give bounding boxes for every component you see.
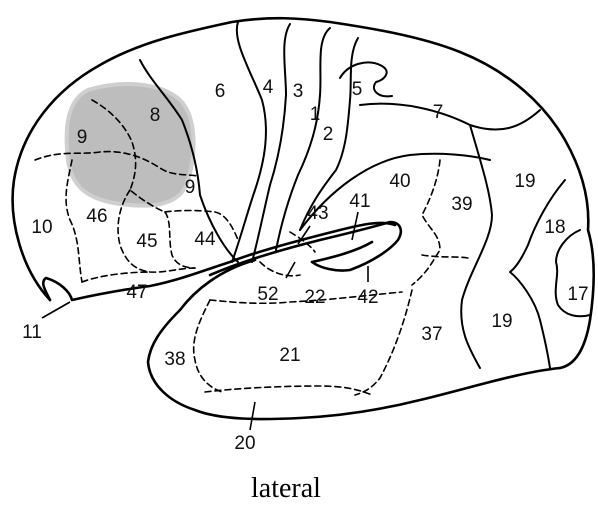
area-label-40: 40 (389, 171, 410, 192)
area-label-8: 8 (150, 105, 161, 126)
dash-40-39 (412, 160, 440, 285)
area-label-1: 1 (310, 104, 321, 125)
area-label-21: 21 (279, 345, 300, 366)
area-label-52: 52 (257, 284, 278, 305)
area-label-4: 4 (263, 77, 274, 98)
boundary-5-7 (360, 104, 540, 130)
area-label-18: 18 (544, 217, 565, 238)
area-label-46: 46 (86, 206, 107, 227)
temporal-outline (148, 260, 560, 419)
area-label-20: 20 (234, 433, 255, 454)
area-label-45: 45 (136, 231, 157, 252)
area-label-47: 47 (126, 282, 147, 303)
boundary-parietal-occipital (461, 125, 492, 368)
area-label-44: 44 (194, 229, 216, 250)
view-caption: lateral (251, 473, 321, 504)
area-label-2: 2 (323, 124, 334, 145)
sulcus-area-5 (340, 62, 392, 96)
area-label-11: 11 (22, 322, 42, 343)
leader-11 (42, 302, 70, 318)
dash-21-20 (205, 386, 372, 395)
area-label-6: 6 (215, 81, 226, 102)
area-label-9-low: 9 (185, 177, 196, 198)
area-label-43: 43 (307, 203, 328, 224)
area-label-9-top: 9 (77, 127, 88, 148)
area-label-10: 10 (31, 217, 52, 238)
area-label-37: 37 (421, 324, 442, 345)
area-label-41: 41 (349, 191, 370, 212)
area-label-3: 3 (293, 81, 304, 102)
sulcus-area-4-right (252, 24, 290, 262)
area-label-19-low: 19 (491, 311, 512, 332)
dash-39-37 (422, 255, 468, 258)
area-label-17: 17 (567, 284, 588, 305)
area-label-38: 38 (164, 349, 185, 370)
area-label-22: 22 (304, 287, 325, 308)
leader-20 (250, 402, 255, 430)
area-label-5: 5 (352, 79, 363, 100)
dash-47 (82, 272, 150, 282)
area-label-19-top: 19 (514, 171, 535, 192)
area-label-39: 39 (451, 194, 472, 215)
area-label-7: 7 (433, 102, 444, 123)
dash-38-21 (194, 300, 222, 392)
area-label-42: 42 (357, 287, 378, 308)
dash-45-44 (165, 212, 195, 268)
